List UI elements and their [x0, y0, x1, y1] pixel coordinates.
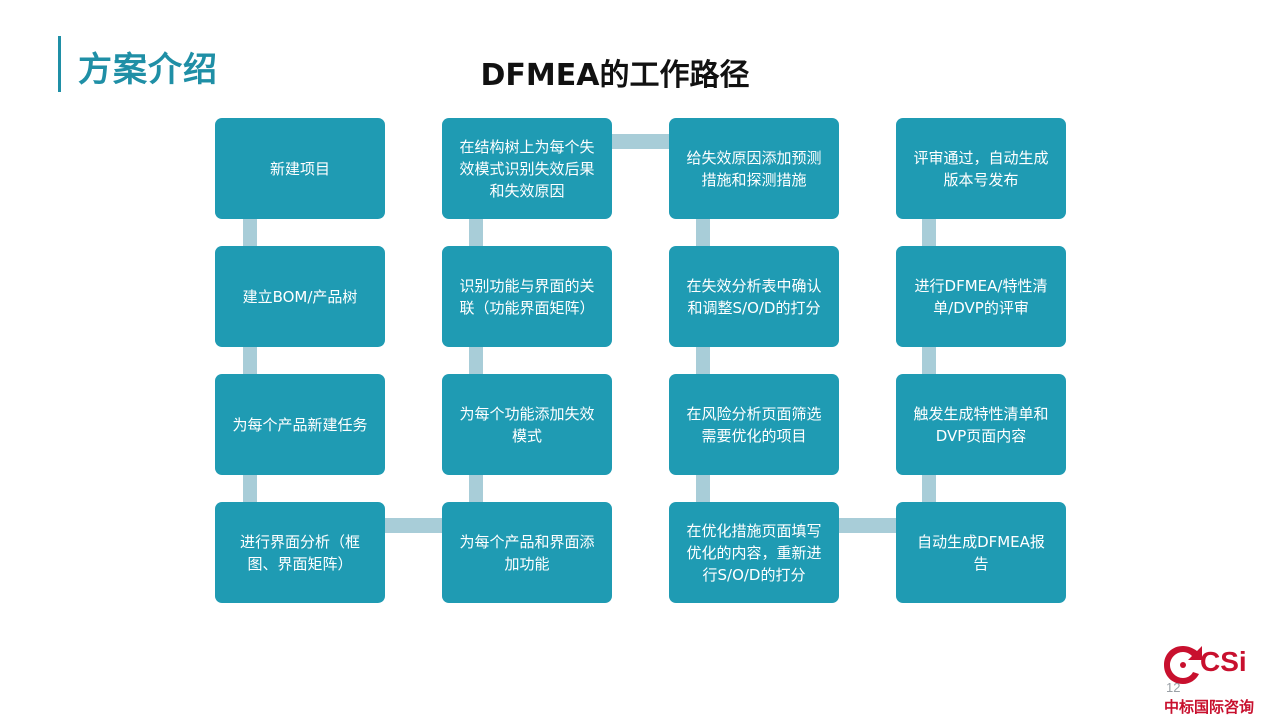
step-label: 在结构树上为每个失效模式识别失效后果和失效原因: [459, 137, 595, 200]
company-logo: CSi 中标国际咨询: [1158, 640, 1268, 718]
step-label: 触发生成特性清单和DVP页面内容: [913, 404, 1049, 445]
connector: [243, 347, 257, 374]
connector: [243, 219, 257, 246]
title-accent-bar: [58, 36, 61, 92]
page-number: 12: [1166, 680, 1181, 695]
step-box-interface-analysis: 进行界面分析（框图、界面矩阵）: [215, 502, 385, 603]
slide-title: DFMEA的工作路径: [480, 58, 750, 93]
step-box-add-failure-mode: 为每个功能添加失效模式: [442, 374, 612, 475]
connector: [469, 347, 483, 374]
step-box-release: 评审通过，自动生成版本号发布: [896, 118, 1066, 219]
connector: [839, 518, 896, 533]
connector: [612, 134, 669, 149]
step-box-build-bom: 建立BOM/产品树: [215, 246, 385, 347]
connector: [922, 219, 936, 246]
connector: [696, 475, 710, 502]
company-name: 中标国际咨询: [1164, 698, 1255, 716]
step-label: 进行界面分析（框图、界面矩阵）: [239, 532, 360, 573]
step-label: 为每个功能添加失效模式: [459, 404, 595, 445]
step-label: 在风险分析页面筛选需要优化的项目: [686, 404, 822, 445]
step-box-failure-effects: 在结构树上为每个失效模式识别失效后果和失效原因: [442, 118, 612, 219]
step-box-function-interface: 识别功能与界面的关联（功能界面矩阵）: [442, 246, 612, 347]
step-label: 在失效分析表中确认和调整S/O/D的打分: [686, 276, 822, 317]
logo-text: CSi: [1200, 646, 1247, 677]
step-label: 建立BOM/产品树: [242, 287, 358, 306]
section-title: 方案介绍: [78, 50, 218, 90]
connector: [922, 347, 936, 374]
step-label: 为每个产品新建任务: [232, 415, 368, 434]
step-box-new-task: 为每个产品新建任务: [215, 374, 385, 475]
step-box-generate-report: 自动生成DFMEA报告: [896, 502, 1066, 603]
step-box-characteristics-dvp: 触发生成特性清单和DVP页面内容: [896, 374, 1066, 475]
step-box-review: 进行DFMEA/特性清单/DVP的评审: [896, 246, 1066, 347]
step-box-prevention-detection: 给失效原因添加预测措施和探测措施: [669, 118, 839, 219]
connector: [696, 347, 710, 374]
step-box-sod-scoring: 在失效分析表中确认和调整S/O/D的打分: [669, 246, 839, 347]
step-label: 评审通过，自动生成版本号发布: [913, 148, 1049, 189]
step-box-risk-filter: 在风险分析页面筛选需要优化的项目: [669, 374, 839, 475]
connector: [243, 475, 257, 502]
connector: [922, 475, 936, 502]
connector: [385, 518, 442, 533]
step-label: 为每个产品和界面添加功能: [459, 532, 595, 573]
step-label: 给失效原因添加预测措施和探测措施: [686, 148, 822, 189]
step-label: 新建项目: [269, 159, 330, 178]
step-label: 进行DFMEA/特性清单/DVP的评审: [914, 276, 1048, 317]
step-label: 在优化措施页面填写优化的内容，重新进行S/O/D的打分: [686, 521, 822, 584]
step-label: 自动生成DFMEA报告: [917, 532, 1045, 573]
step-box-add-function: 为每个产品和界面添加功能: [442, 502, 612, 603]
connector: [696, 219, 710, 246]
step-box-optimization: 在优化措施页面填写优化的内容，重新进行S/O/D的打分: [669, 502, 839, 603]
connector: [469, 219, 483, 246]
step-label: 识别功能与界面的关联（功能界面矩阵）: [459, 276, 595, 317]
dragon-logo-icon: [1164, 646, 1202, 684]
connector: [469, 475, 483, 502]
step-box-new-project: 新建项目: [215, 118, 385, 219]
